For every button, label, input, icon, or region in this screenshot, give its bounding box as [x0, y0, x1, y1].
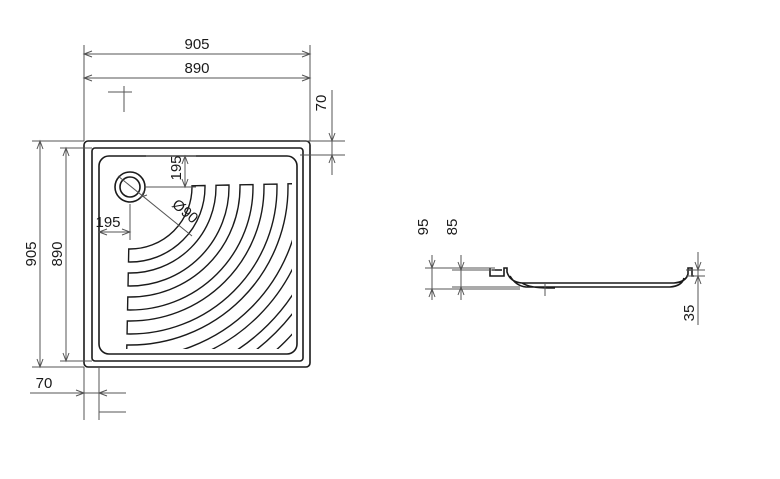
tray-grooves	[123, 180, 292, 349]
groove-band	[126, 183, 278, 335]
tray-inner-outline	[91, 147, 304, 362]
tray-section-profile	[489, 267, 694, 289]
dim-drain-y-label: 195	[168, 155, 185, 180]
dim-height-outer-label: 905	[23, 241, 40, 266]
basin-floor-outline	[98, 155, 298, 355]
dim-width-outer: 905	[82, 36, 312, 141]
dim-rim-bottom-label: 70	[36, 375, 53, 392]
groove-band	[125, 182, 292, 349]
dim-height-inner: 890	[49, 146, 92, 363]
section-view: 95 85 35	[415, 219, 705, 325]
dim-rim-bottom: 70	[30, 367, 126, 420]
dim-drain-x: 195	[95, 204, 132, 240]
dim-width-inner-label: 890	[184, 60, 209, 77]
dim-width-outer-label: 905	[184, 36, 209, 53]
dim-height-inner-label: 890	[49, 241, 66, 266]
dim-height-outer: 905	[23, 139, 84, 369]
drain-inner-ring	[119, 176, 141, 198]
groove-band	[127, 184, 230, 287]
groove-band	[126, 183, 254, 311]
groove-band	[127, 184, 206, 263]
dim-width-inner: 890	[82, 60, 312, 82]
dim-section-height-inner-label: 85	[444, 219, 461, 236]
drain-outer-ring	[114, 171, 146, 203]
dim-section-height-total: 95	[415, 219, 520, 300]
groove-band	[123, 180, 292, 349]
dim-section-depth: 35	[681, 252, 705, 325]
dim-drain-x-label: 195	[95, 214, 120, 231]
groove-band	[123, 180, 292, 349]
dim-rim-top-label: 70	[313, 95, 330, 112]
dim-section-depth-label: 35	[681, 305, 698, 322]
plan-view: 905 890 70 905	[23, 36, 345, 420]
dim-rim-top: 70	[300, 90, 345, 175]
tray-outer-outline	[83, 140, 311, 368]
groove-band	[125, 182, 292, 349]
groove-band	[124, 181, 292, 349]
dim-section-height-total-label: 95	[415, 219, 432, 236]
dim-drain-y: 195	[146, 154, 196, 189]
dim-section-height-inner: 85	[444, 219, 520, 300]
